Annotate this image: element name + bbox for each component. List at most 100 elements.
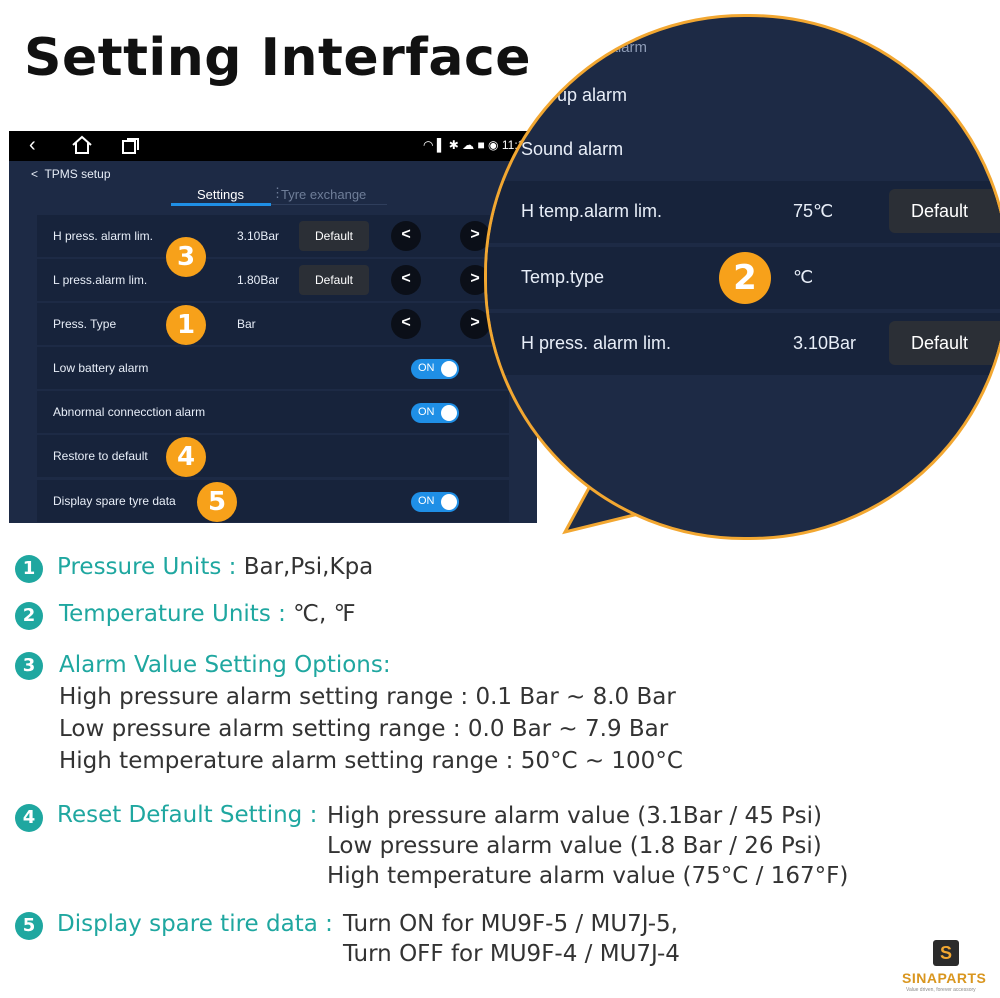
back-nav-icon[interactable]: ‹ <box>29 134 36 156</box>
tab-settings[interactable]: Settings <box>197 187 244 202</box>
desc-temperature-units: Temperature Units : ℃, ℉ <box>59 601 356 627</box>
row-value: 3.10Bar <box>237 229 280 243</box>
desc-number-3: 3 <box>15 652 43 680</box>
row-label: Press. Type <box>53 317 117 331</box>
zoom-row-temp-type: Temp.type ℃ 2 <box>487 247 1000 309</box>
row-press-type: Press. Type Bar < > <box>37 303 509 345</box>
tab-tyre-exchange[interactable]: Tyre exchange <box>281 187 367 202</box>
zoom-text: e alarm <box>597 39 648 56</box>
toggle-switch[interactable]: ON <box>411 492 459 512</box>
header-title: TPMS setup <box>44 167 111 181</box>
toggle-knob <box>441 494 457 510</box>
brand-logo: S SINAPARTS Value driven, forever access… <box>900 940 992 996</box>
row-low-battery-alarm: Low battery alarm ON <box>37 347 509 389</box>
badge-1: 1 <box>166 305 206 345</box>
toggle-knob <box>441 405 457 421</box>
row-value: Bar <box>237 317 256 331</box>
desc-line: High pressure alarm value (3.1Bar / 45 P… <box>327 803 822 829</box>
cloud-icon: ☁ <box>462 138 475 152</box>
row-l-press-alarm: L press.alarm lim. 1.80Bar Default < > <box>37 259 509 301</box>
row-label: H press. alarm lim. <box>53 229 154 243</box>
desc-number-1: 1 <box>15 555 43 583</box>
tpms-screen: ‹ ◠ ▌ ✱ ☁ ■ ◉ 11:10 < TPMS setup Setting… <box>9 131 537 523</box>
logo-mark: S <box>933 940 959 966</box>
desc-line: Low pressure alarm value (1.8 Bar / 26 P… <box>327 833 822 859</box>
logo-name: SINAPARTS <box>902 970 987 986</box>
page-title: Setting Interface <box>24 28 532 88</box>
default-button[interactable]: Default <box>889 321 1000 365</box>
row-label: Low battery alarm <box>53 361 149 375</box>
row-restore-default[interactable]: Restore to default <box>37 435 509 477</box>
desc-line: Turn OFF for MU9F-4 / MU7J-4 <box>343 941 680 967</box>
zoom-row-value: 3.10Bar <box>793 333 857 353</box>
tpms-back-link[interactable]: < TPMS setup <box>31 167 111 181</box>
desc-text: ℃, ℉ <box>285 601 356 627</box>
desc-pressure-units: Pressure Units : Bar,Psi,Kpa <box>57 554 373 580</box>
row-label: Display spare tyre data <box>53 494 176 508</box>
magnifier-callout: e alarm up alarm Sound alarm H temp.alar… <box>484 14 1000 540</box>
desc-reset-default: Reset Default Setting : <box>57 802 317 828</box>
chevron-left-icon[interactable]: < <box>391 265 421 295</box>
row-h-press-alarm: H press. alarm lim. 3.10Bar Default < > <box>37 215 509 257</box>
tab-bar: Settings ⋮ Tyre exchange <box>171 185 387 207</box>
recent-apps-icon[interactable] <box>121 137 141 161</box>
desc-line: High temperature alarm setting range : 5… <box>59 748 683 774</box>
desc-line: Turn ON for MU9F-5 / MU7J-5, <box>343 911 678 937</box>
zoom-row-h-temp: H temp.alarm lim. 75℃ Default <box>487 181 1000 243</box>
row-label: L press.alarm lim. <box>53 273 148 287</box>
toggle-knob <box>441 361 457 377</box>
toggle-state: ON <box>418 495 435 507</box>
row-display-spare-tyre: Display spare tyre data ON <box>37 480 509 522</box>
default-button[interactable]: Default <box>299 221 369 251</box>
zoom-row-h-press: H press. alarm lim. 3.10Bar Default <box>487 313 1000 375</box>
badge-4: 4 <box>166 437 206 477</box>
desc-number-5: 5 <box>15 912 43 940</box>
toggle-switch[interactable]: ON <box>411 359 459 379</box>
bluetooth-icon: ✱ <box>448 138 459 152</box>
desc-heading: Alarm Value Setting Options: <box>59 652 391 678</box>
toggle-state: ON <box>418 406 435 418</box>
tab-baseline <box>271 204 387 205</box>
badge-3: 3 <box>166 237 206 277</box>
desc-heading: Temperature Units : <box>59 601 286 627</box>
row-label: Restore to default <box>53 449 148 463</box>
zoom-row-label: H press. alarm lim. <box>521 333 672 353</box>
row-value: 1.80Bar <box>237 273 280 287</box>
desc-text: Bar,Psi,Kpa <box>236 554 374 580</box>
desc-alarm-options: Alarm Value Setting Options: <box>59 652 391 678</box>
desc-line: Low pressure alarm setting range : 0.0 B… <box>59 716 669 742</box>
logo-tagline: Value driven, forever accessory <box>906 987 976 993</box>
chevron-left-icon: < <box>31 167 39 181</box>
row-label: Abnormal connecction alarm <box>53 405 206 419</box>
tab-divider: ⋮ <box>271 185 284 200</box>
zoom-row-value: 75℃ <box>793 201 834 221</box>
home-icon[interactable] <box>71 135 93 161</box>
desc-heading: Display spare tire data : <box>57 911 333 937</box>
desc-heading: Reset Default Setting : <box>57 802 318 828</box>
default-button[interactable]: Default <box>889 189 1000 233</box>
zoom-text: up alarm <box>557 85 628 105</box>
row-abnormal-connection-alarm: Abnormal connecction alarm ON <box>37 391 509 433</box>
status-bar: ‹ ◠ ▌ ✱ ☁ ■ ◉ 11:10 <box>9 131 537 161</box>
chevron-left-icon[interactable]: < <box>391 309 421 339</box>
default-button[interactable]: Default <box>299 265 369 295</box>
zoom-row-label: H temp.alarm lim. <box>521 201 663 221</box>
chevron-left-icon[interactable]: < <box>391 221 421 251</box>
zoom-row-label: Temp.type <box>521 267 605 287</box>
desc-number-4: 4 <box>15 804 43 832</box>
wifi-icon: ◠ <box>423 138 434 152</box>
desc-line: High temperature alarm value (75°C / 167… <box>327 863 849 889</box>
tab-active-indicator <box>171 203 271 206</box>
badge-2: 2 <box>719 252 771 304</box>
location-icon: ◉ <box>488 138 499 152</box>
desc-spare-tire: Display spare tire data : <box>57 911 333 937</box>
chevron-right-icon[interactable]: > <box>460 309 490 339</box>
toggle-state: ON <box>418 362 435 374</box>
camera-icon: ■ <box>477 138 485 152</box>
toggle-switch[interactable]: ON <box>411 403 459 423</box>
desc-number-2: 2 <box>15 602 43 630</box>
desc-line: High pressure alarm setting range : 0.1 … <box>59 684 676 710</box>
zoom-row-value: ℃ <box>793 267 814 287</box>
signal-icon: ▌ <box>436 138 446 152</box>
badge-5: 5 <box>197 482 237 522</box>
